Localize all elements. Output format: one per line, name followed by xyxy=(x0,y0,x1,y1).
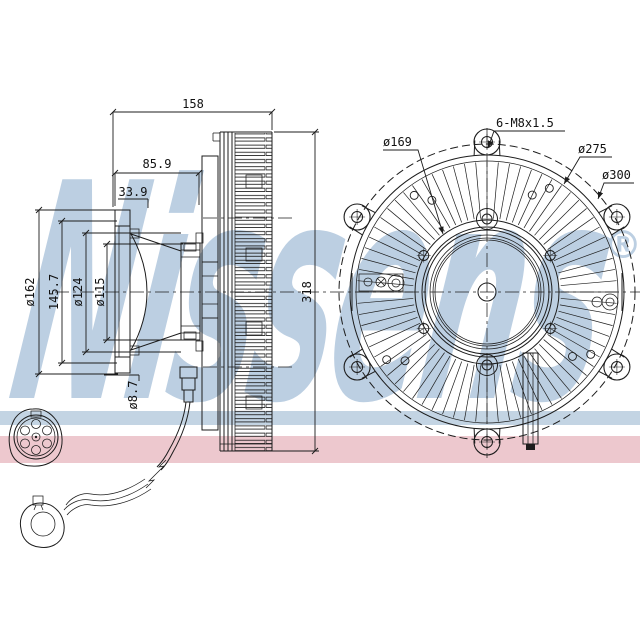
dim-hub-od: ø115 xyxy=(93,278,107,307)
side-view: 158 85.9 33.9 ø162 145.7 ø124 ø115 ø8.7 … xyxy=(8,97,330,548)
hub-rings xyxy=(421,226,553,358)
right-chord-detail xyxy=(591,273,623,311)
dim-pilot-od: ø124 xyxy=(71,278,85,307)
radial-fins xyxy=(357,162,617,422)
connector-face-view xyxy=(8,408,63,467)
hub-cone-section xyxy=(129,228,182,356)
flange-section xyxy=(114,209,131,374)
band-blue xyxy=(0,411,640,425)
front-view-dimensions: ø169 6-M8x1.5 ø275 ø300 xyxy=(383,116,634,235)
dim-ring-od: ø275 xyxy=(578,142,607,156)
connector-plug-3d xyxy=(19,495,65,548)
dim-front-width: 85.9 xyxy=(143,157,172,171)
cooling-fin-comb xyxy=(234,133,272,451)
left-chord-detail xyxy=(351,273,405,311)
dim-hole-d: ø8.7 xyxy=(126,381,140,410)
dim-flange-od: ø162 xyxy=(23,278,37,307)
dim-overall-d: 318 xyxy=(300,281,314,303)
solenoid-valve xyxy=(179,366,198,403)
front-view: ø169 6-M8x1.5 ø275 ø300 xyxy=(330,116,640,458)
side-view-dimensions: 158 85.9 33.9 ø162 145.7 ø124 ø115 ø8.7 … xyxy=(23,97,319,455)
cable xyxy=(63,401,191,516)
dim-flange-pcd: 145.7 xyxy=(47,274,61,310)
bearing-fin-column xyxy=(195,155,219,431)
dim-inner-pcd: ø169 xyxy=(383,135,412,149)
dim-bolt-spec: 6-M8x1.5 xyxy=(496,116,554,130)
shaft-section xyxy=(180,242,201,341)
center-hole xyxy=(477,282,497,302)
dim-flange-width: 33.9 xyxy=(119,185,148,199)
mounting-ears xyxy=(343,128,631,456)
dim-outer-od: ø300 xyxy=(602,168,631,182)
dim-total-width: 158 xyxy=(182,97,204,111)
actuator-pin xyxy=(522,352,539,450)
